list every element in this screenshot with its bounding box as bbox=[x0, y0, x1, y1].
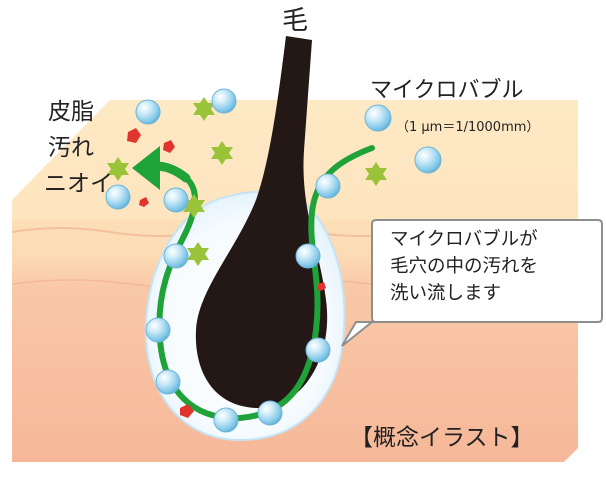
sebum-particle-icon bbox=[163, 140, 175, 153]
microbubble-icon bbox=[155, 369, 181, 395]
microbubble-icon bbox=[295, 243, 321, 269]
hair-label: 毛 bbox=[282, 6, 309, 36]
callout-line: マイクロバブルが bbox=[390, 229, 538, 250]
microbubble-icon bbox=[145, 317, 171, 343]
callout-box bbox=[341, 219, 603, 347]
odor-label: ニオイ bbox=[44, 171, 113, 197]
microbubble-icon bbox=[257, 400, 283, 426]
sebum-particle-icon bbox=[180, 404, 194, 418]
flow-arrow-icon bbox=[132, 146, 160, 190]
sebum-particle-icon bbox=[139, 197, 149, 207]
sebum-particle-icon bbox=[127, 128, 141, 143]
dirt-label: 汚れ bbox=[48, 135, 94, 161]
odor-particle-icon bbox=[107, 157, 129, 181]
microbubble-icon bbox=[414, 146, 442, 174]
microbubble-icon bbox=[163, 243, 189, 269]
microbubble-scale-note: （1 μm＝1/1000mm） bbox=[396, 120, 540, 135]
flow-path bbox=[156, 145, 375, 422]
microbubble-icon bbox=[364, 104, 392, 132]
sebum-particles bbox=[127, 128, 326, 418]
sebum-label: 皮脂 bbox=[48, 99, 94, 125]
microbubbles bbox=[105, 88, 442, 433]
odor-particle-icon bbox=[365, 162, 387, 186]
microbubble-icon bbox=[105, 184, 131, 210]
concept-illustration-label: 【概念イラスト】 bbox=[350, 425, 534, 451]
microbubble-icon bbox=[135, 99, 161, 125]
microbubble-label: マイクロバブル bbox=[370, 78, 524, 103]
hair-shaft bbox=[195, 36, 328, 409]
microbubble-icon bbox=[213, 407, 239, 433]
microbubble-icon bbox=[315, 173, 341, 199]
odor-particle-icon bbox=[211, 141, 233, 165]
microbubble-icon bbox=[211, 88, 237, 114]
odor-particle-icon bbox=[193, 97, 215, 121]
microbubble-icon bbox=[163, 187, 189, 213]
callout-text: マイクロバブルが 毛穴の中の汚れを 洗い流します bbox=[390, 226, 590, 307]
odor-particle-icon bbox=[187, 242, 209, 266]
callout-line: 洗い流します bbox=[390, 283, 502, 304]
callout-line: 毛穴の中の汚れを bbox=[390, 256, 539, 277]
microbubble-icon bbox=[305, 337, 331, 363]
sebum-particle-icon bbox=[317, 282, 326, 291]
